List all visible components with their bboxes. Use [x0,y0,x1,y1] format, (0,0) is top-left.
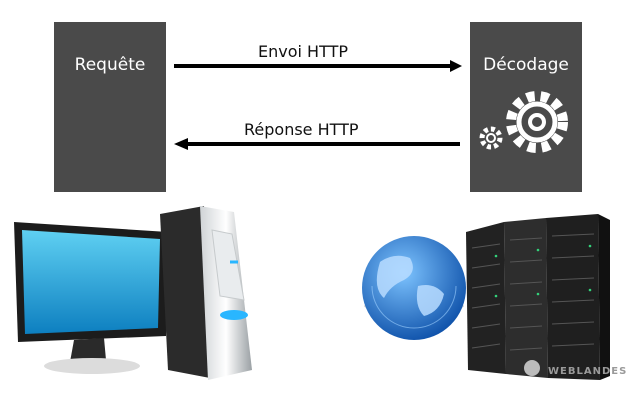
response-arrow [174,138,460,150]
response-arrow-label: Réponse HTTP [244,120,359,139]
decoding-label: Décodage [483,55,569,75]
send-arrow [174,60,462,72]
request-label: Requête [74,55,146,75]
gear-icon [479,91,568,153]
desktop-computer-icon [14,206,252,380]
globe-icon [362,236,466,340]
weblandes-watermark: WEBLANDES [548,366,628,377]
request-box: Requête [54,22,166,192]
send-arrow-label: Envoi HTTP [258,42,348,61]
server-rack-icon [466,214,610,380]
